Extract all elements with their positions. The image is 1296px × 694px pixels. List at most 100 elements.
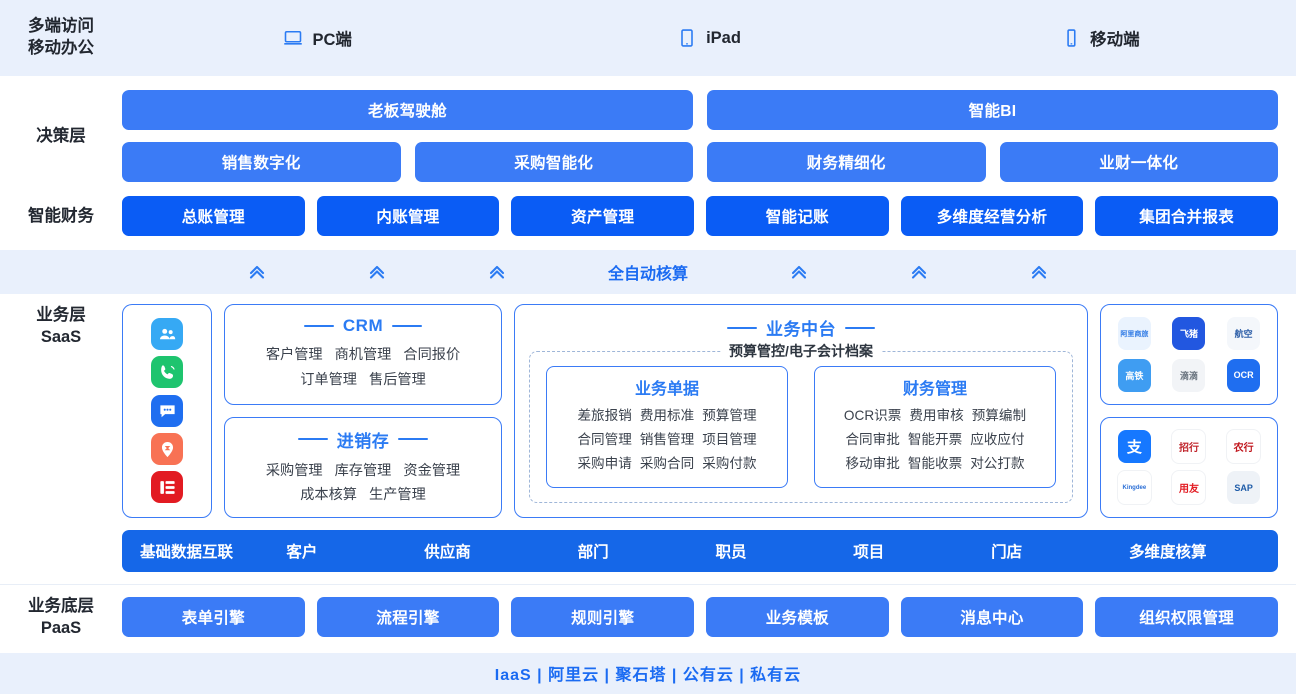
paas-btn-org-permission[interactable]: 组织权限管理: [1095, 596, 1279, 637]
fm-item-ocr-recognition[interactable]: OCR识票: [843, 408, 902, 423]
bd-item-sales-mgmt[interactable]: 销售管理: [639, 432, 695, 448]
decision-btn-purchase-smart[interactable]: 采购智能化: [414, 142, 693, 182]
finance-btn-gl[interactable]: 总账管理: [122, 196, 305, 236]
paas-btn-process-engine[interactable]: 流程引擎: [316, 596, 500, 637]
feizhu-logo[interactable]: 飞猪: [1172, 317, 1206, 351]
jxc-item-inventory[interactable]: 库存管理: [334, 462, 392, 479]
crm-item-contract-quote[interactable]: 合同报价: [403, 347, 461, 364]
decision-btn-finance-refined[interactable]: 财务精细化: [707, 142, 986, 182]
bd-item-contract-mgmt[interactable]: 合同管理: [577, 432, 632, 448]
tablet-icon: [677, 28, 697, 48]
device-mobile[interactable]: 移动端: [905, 26, 1296, 50]
decision-btn-sales-digital[interactable]: 销售数字化: [122, 142, 401, 182]
didi-logo[interactable]: 滴滴: [1172, 358, 1206, 392]
device-pc[interactable]: PC端: [122, 26, 513, 50]
location-pin-icon[interactable]: [151, 433, 183, 466]
jxc-item-costing[interactable]: 成本核算: [300, 487, 357, 504]
contacts-icon[interactable]: [151, 318, 183, 351]
jxc-card[interactable]: 进销存 采购管理库存管理资金管理 成本核算生产管理: [224, 416, 502, 518]
yonyou-logo[interactable]: 用友: [1171, 470, 1207, 506]
alitrip-logo[interactable]: 阿里商旅: [1117, 317, 1151, 351]
base-data-item-supplier[interactable]: 供应商: [424, 543, 471, 561]
alipay-logo[interactable]: 支: [1117, 429, 1151, 463]
finance-btn-asset[interactable]: 资产管理: [511, 196, 695, 236]
desktop-icon: [283, 28, 303, 48]
paas-btn-message-center[interactable]: 消息中心: [900, 596, 1084, 637]
paas-btn-rule-engine[interactable]: 规则引擎: [511, 596, 695, 637]
phone-icon[interactable]: [151, 356, 183, 389]
device-list: PC端 iPad 移动端: [122, 26, 1296, 50]
fm-item-ar-ap[interactable]: 应收应付: [970, 432, 1025, 448]
bd-item-budget-mgmt[interactable]: 预算管理: [702, 408, 757, 423]
finance-btn-smart-bookkeeping[interactable]: 智能记账: [706, 196, 889, 236]
fm-item-budget-prep[interactable]: 预算编制: [971, 408, 1027, 423]
financial-management-card[interactable]: 财务管理 OCR识票费用审核预算编制 合同审批智能开票应收应付 移动审批智能收票…: [814, 366, 1056, 488]
bd-item-project-mgmt[interactable]: 项目管理: [702, 432, 757, 448]
cmb-bank-logo[interactable]: 招行: [1171, 428, 1207, 464]
fm-item-mobile-approval[interactable]: 移动审批: [845, 456, 900, 472]
crm-item-customer[interactable]: 客户管理: [265, 347, 323, 364]
crm-card[interactable]: CRM 客户管理商机管理合同报价 订单管理售后管理: [224, 304, 502, 405]
chevron-up-icon: [368, 264, 386, 280]
chevron-up-icon: [910, 264, 928, 280]
crm-item-opportunity[interactable]: 商机管理: [334, 347, 392, 364]
form-list-icon[interactable]: [151, 471, 183, 504]
finance-btn-multidim-analysis[interactable]: 多维度经营分析: [900, 196, 1084, 236]
title-dash-right-icon: [392, 325, 423, 328]
sap-logo[interactable]: SAP: [1227, 471, 1261, 505]
jxc-title-text: 进销存: [336, 431, 390, 451]
decision-btn-smart-bi[interactable]: 智能BI: [707, 90, 1278, 130]
crm-item-aftersales[interactable]: 售后管理: [369, 371, 426, 388]
airline-logo[interactable]: 航空: [1227, 317, 1261, 351]
device-mobile-label: 移动端: [1090, 31, 1140, 49]
crm-title-text: CRM: [342, 316, 384, 336]
bd-item-travel-reimbursement[interactable]: 差旅报销: [577, 408, 632, 423]
jxc-item-fund[interactable]: 资金管理: [403, 462, 461, 479]
business-documents-card[interactable]: 业务单据 差旅报销费用标准预算管理 合同管理销售管理项目管理 采购申请采购合同采…: [546, 366, 788, 488]
base-data-item-multidim-accounting[interactable]: 多维度核算: [1128, 543, 1207, 561]
device-ipad-label: iPad: [706, 28, 741, 47]
abc-bank-logo[interactable]: 农行: [1226, 428, 1262, 464]
bd-item-purchase-payment[interactable]: 采购付款: [702, 456, 757, 472]
bd-item-purchase-request[interactable]: 采购申请: [577, 456, 632, 472]
multi-terminal-header: 多端访问 移动办公 PC端: [0, 0, 1296, 76]
title-dash-left-icon: [303, 325, 334, 328]
base-data-body: 基础数据互联 客户 供应商 部门 职员 项目 门店 多维度核算: [122, 529, 1296, 572]
jxc-item-production[interactable]: 生产管理: [369, 487, 426, 504]
fm-item-expense-audit[interactable]: 费用审核: [909, 408, 964, 423]
base-data-item-employee[interactable]: 职员: [715, 543, 747, 561]
header-label: 多端访问 移动办公: [0, 16, 122, 60]
fm-item-smart-invoicing[interactable]: 智能开票: [907, 432, 963, 448]
title-dash-left-icon: [727, 326, 757, 329]
bd-item-purchase-contract[interactable]: 采购合同: [639, 456, 695, 472]
bd-item-expense-standard[interactable]: 费用标准: [639, 408, 695, 423]
budget-archive-dotted-box: 预算管控/电子会计档案 业务单据 差旅报销费用标准预算管理 合同管理销售管理项目…: [529, 341, 1073, 503]
base-data-item-department[interactable]: 部门: [577, 543, 609, 561]
paas-btn-form-engine[interactable]: 表单引擎: [122, 596, 305, 637]
jxc-item-purchase[interactable]: 采购管理: [265, 462, 323, 479]
decision-btn-biz-finance-integration[interactable]: 业财一体化: [999, 142, 1278, 182]
base-data-item-customer[interactable]: 客户: [286, 543, 318, 561]
decision-layer-label: 决策层: [36, 126, 86, 145]
device-ipad[interactable]: iPad: [513, 28, 904, 48]
chat-icon[interactable]: [151, 394, 183, 427]
finance-btn-group-consolidation[interactable]: 集团合并报表: [1095, 196, 1279, 236]
base-data-item-project[interactable]: 项目: [853, 543, 885, 561]
kingdee-logo[interactable]: Kingdee: [1116, 470, 1152, 506]
finance-btn-internal-ledger[interactable]: 内账管理: [316, 196, 500, 236]
train-logo[interactable]: 高铁: [1117, 358, 1151, 392]
fm-item-smart-receipt[interactable]: 智能收票: [907, 456, 963, 472]
decision-btn-boss-cockpit[interactable]: 老板驾驶舱: [122, 90, 693, 130]
ocr-logo[interactable]: OCR: [1227, 358, 1261, 392]
chevron-up-icon: [1030, 264, 1048, 280]
auto-accounting-inner: 全自动核算: [248, 260, 1048, 284]
fm-item-contract-approval[interactable]: 合同审批: [845, 432, 900, 448]
paas-btn-business-template[interactable]: 业务模板: [706, 596, 889, 637]
business-panel: 业务层 SaaS: [0, 294, 1296, 653]
fm-item-corporate-payment[interactable]: 对公打款: [970, 456, 1025, 472]
business-documents-title: 业务单据: [634, 381, 699, 398]
jxc-line-2: 成本核算生产管理: [294, 483, 432, 507]
crm-item-order[interactable]: 订单管理: [300, 371, 357, 388]
upper-panel: 决策层 老板驾驶舱 智能BI 销售数字化 采购智能化 财务精细化 业财一体化 智…: [0, 76, 1296, 250]
base-data-item-store[interactable]: 门店: [991, 543, 1023, 561]
